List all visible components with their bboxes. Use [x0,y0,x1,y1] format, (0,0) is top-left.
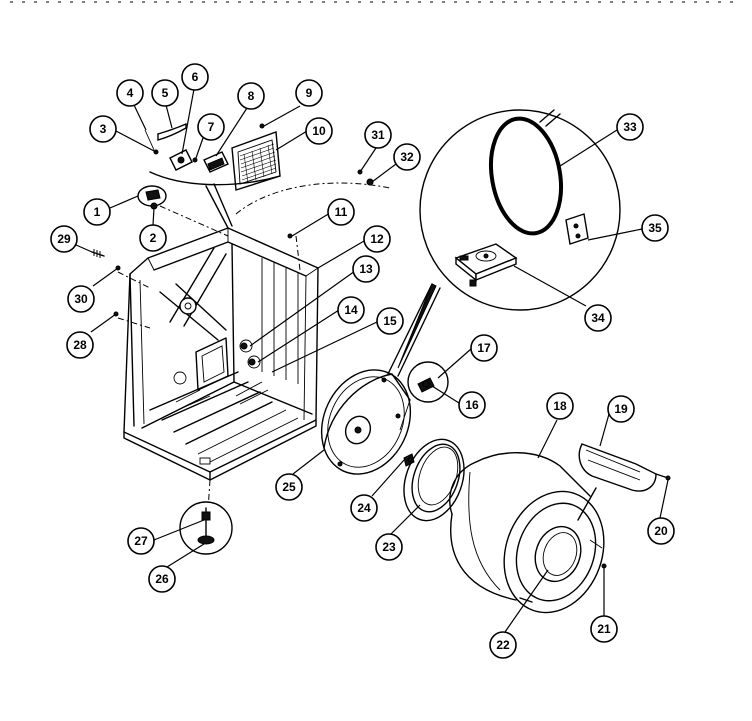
svg-text:17: 17 [477,341,491,355]
svg-text:27: 27 [134,534,148,548]
svg-text:5: 5 [162,86,169,100]
svg-text:14: 14 [344,303,358,317]
callout-16: 16 [458,391,486,419]
callout-18: 18 [546,392,574,420]
callout-5: 5 [151,79,179,107]
callout-7: 7 [197,113,225,141]
svg-text:6: 6 [192,70,199,84]
callout-9: 9 [295,79,323,107]
drum-baffle [577,443,671,521]
svg-text:23: 23 [382,540,396,554]
callout-31: 31 [364,121,392,149]
callout-20: 20 [647,517,675,545]
callout-14: 14 [337,296,365,324]
svg-text:13: 13 [359,262,373,276]
callout-34: 34 [584,304,612,332]
svg-text:18: 18 [553,399,567,413]
callout-4: 4 [116,79,144,107]
svg-text:30: 30 [74,292,88,306]
svg-text:32: 32 [400,150,414,164]
svg-text:29: 29 [57,232,71,246]
belt-detail-circle [419,109,621,311]
callout-19: 19 [607,395,635,423]
svg-text:12: 12 [370,232,384,246]
callout-1: 1 [83,198,111,226]
svg-text:28: 28 [73,338,87,352]
rear-bulkhead [320,283,449,475]
callout-33: 33 [616,113,644,141]
svg-text:24: 24 [357,501,371,515]
svg-text:16: 16 [465,398,479,412]
callout-13: 13 [352,255,380,283]
svg-text:31: 31 [371,128,385,142]
callout-32: 32 [393,143,421,171]
svg-text:7: 7 [208,120,215,134]
svg-text:1: 1 [94,205,101,219]
callout-27: 27 [127,527,155,555]
callout-24: 24 [350,494,378,522]
svg-text:26: 26 [155,572,169,586]
svg-text:8: 8 [248,89,255,103]
callout-15: 15 [376,307,404,335]
svg-text:3: 3 [100,122,107,136]
cabinet-assembly [117,182,391,511]
callout-26: 26 [148,565,176,593]
svg-text:2: 2 [150,231,157,245]
svg-text:35: 35 [648,221,662,235]
callout-2: 2 [139,224,167,252]
callout-29: 29 [50,225,78,253]
callout-25: 25 [275,473,303,501]
callout-3: 3 [89,115,117,143]
svg-text:33: 33 [623,120,637,134]
callout-8: 8 [237,82,265,110]
callout-10: 10 [305,117,333,145]
callout-17: 17 [470,334,498,362]
svg-text:11: 11 [335,205,348,219]
svg-text:25: 25 [282,480,296,494]
callout-22: 22 [489,631,517,659]
svg-text:21: 21 [597,622,611,636]
svg-text:22: 22 [496,638,510,652]
callout-11: 11 [327,198,355,226]
svg-text:9: 9 [306,86,313,100]
svg-text:34: 34 [591,311,605,325]
leveling-leg-detail [179,501,233,555]
callout-21: 21 [590,615,618,643]
callout-28: 28 [66,331,94,359]
callouts: 1 2 3 4 5 6 7 8 9 10 11 12 13 14 15 16 1… [50,63,675,659]
callout-35: 35 [641,214,669,242]
drum-rear-bearing [403,438,465,522]
svg-text:4: 4 [127,86,134,100]
callout-30: 30 [67,285,95,313]
callout-6: 6 [181,63,209,91]
svg-text:10: 10 [312,124,326,138]
leader-lines [66,88,669,633]
callout-23: 23 [375,533,403,561]
callout-12: 12 [363,225,391,253]
svg-text:15: 15 [383,314,397,328]
drum [449,452,607,614]
svg-text:20: 20 [654,524,668,538]
svg-text:19: 19 [614,402,628,416]
